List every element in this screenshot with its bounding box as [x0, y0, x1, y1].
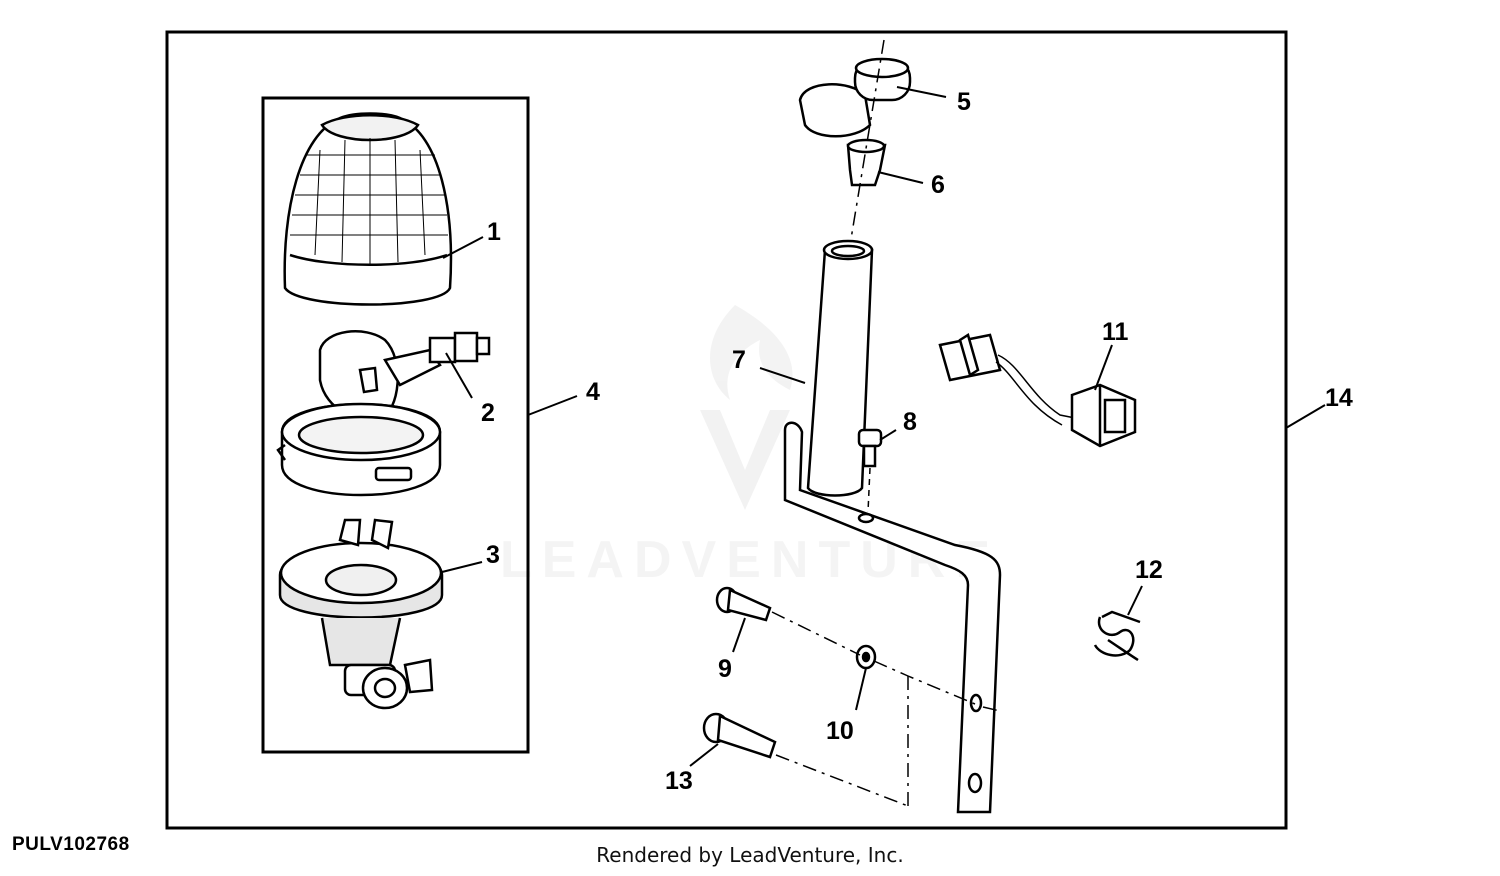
callout-6: 6 [931, 171, 945, 199]
callout-5: 5 [957, 88, 971, 116]
part-switch-harness [938, 333, 1137, 448]
part-tube [806, 239, 874, 497]
callout-8: 8 [903, 408, 917, 436]
callout-13: 13 [665, 767, 693, 795]
assembly-guide-lines [771, 611, 1001, 807]
part-bracket [783, 421, 1002, 814]
part-housing-ring [276, 402, 442, 497]
callout-7: 7 [732, 346, 746, 374]
part-mounting-base [278, 518, 444, 710]
part-cap [798, 57, 912, 138]
part-screw-8 [857, 428, 883, 513]
part-clip [1093, 610, 1141, 662]
callout-2: 2 [481, 399, 495, 427]
callout-12: 12 [1135, 556, 1163, 584]
part-lens-dome [283, 112, 453, 306]
beacon-assembly-frame [261, 96, 530, 754]
callout-3: 3 [486, 541, 500, 569]
assembly-axis-line [849, 39, 885, 246]
callout-10: 10 [826, 717, 854, 745]
callout-4: 4 [586, 378, 600, 406]
leader-lines [441, 86, 1326, 767]
part-washer [855, 644, 877, 670]
callouts: 1 2 3 4 5 6 7 8 9 10 11 12 13 14 [481, 88, 1353, 795]
credit-line: Rendered by LeadVenture, Inc. [596, 843, 904, 867]
callout-11: 11 [1102, 318, 1129, 346]
part-bolt-9 [715, 586, 772, 622]
part-bulb [318, 330, 491, 423]
callout-9: 9 [718, 655, 732, 683]
callout-1: 1 [487, 218, 501, 246]
reference-code: PULV102768 [12, 834, 130, 855]
kit-outer-frame [165, 30, 1288, 830]
part-bolt-13 [702, 712, 777, 759]
callout-14: 14 [1325, 384, 1353, 412]
